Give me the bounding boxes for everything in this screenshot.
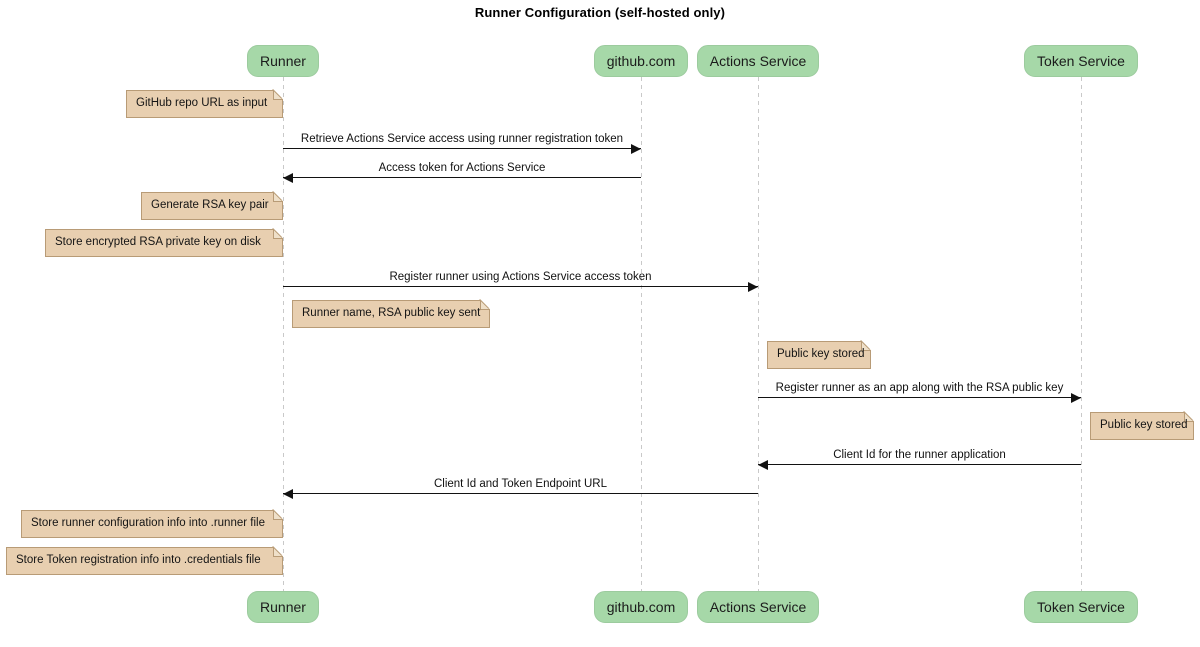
note-text: Store runner configuration info into .ru… xyxy=(31,517,265,530)
note-text: Runner name, RSA public key sent xyxy=(302,307,481,320)
note-text: Public key stored xyxy=(777,348,865,361)
message-label-m3: Register runner using Actions Service ac… xyxy=(389,271,652,283)
message-label-m1: Retrieve Actions Service access using ru… xyxy=(300,133,624,145)
note-text: Store Token registration info into .cred… xyxy=(16,554,261,567)
participant-runner-top[interactable]: Runner xyxy=(247,45,319,77)
participant-github-bottom[interactable]: github.com xyxy=(594,591,688,623)
note-n8: Store Token registration info into .cred… xyxy=(6,546,283,575)
note-text: Public key stored xyxy=(1100,419,1188,432)
message-line-m4 xyxy=(758,397,1081,398)
message-line-m6 xyxy=(283,493,758,494)
message-label-m2: Access token for Actions Service xyxy=(378,162,546,174)
note-n6: Public key stored xyxy=(1090,411,1194,440)
arrowhead-m3 xyxy=(748,282,758,292)
message-line-m5 xyxy=(758,464,1081,465)
participant-label: Token Service xyxy=(1037,53,1125,69)
participant-actions-top[interactable]: Actions Service xyxy=(697,45,819,77)
note-fold-corner-icon xyxy=(861,340,871,351)
message-line-m1 xyxy=(283,148,641,149)
participant-label: Token Service xyxy=(1037,599,1125,615)
participant-actions-bottom[interactable]: Actions Service xyxy=(697,591,819,623)
participant-github-top[interactable]: github.com xyxy=(594,45,688,77)
message-label-m5: Client Id for the runner application xyxy=(833,449,1006,461)
note-n4: Runner name, RSA public key sent xyxy=(292,299,490,328)
note-fold-corner-icon xyxy=(273,191,283,202)
note-fold-corner-icon xyxy=(273,228,283,239)
note-n7: Store runner configuration info into .ru… xyxy=(21,509,283,538)
note-n5: Public key stored xyxy=(767,340,871,369)
message-line-m3 xyxy=(283,286,758,287)
lifeline-actions xyxy=(758,77,759,591)
arrowhead-m6 xyxy=(283,489,293,499)
participant-label: Actions Service xyxy=(709,599,807,615)
participant-label: Runner xyxy=(260,599,306,615)
note-n3: Store encrypted RSA private key on disk xyxy=(45,228,283,257)
note-n2: Generate RSA key pair xyxy=(141,191,283,220)
participant-runner-bottom[interactable]: Runner xyxy=(247,591,319,623)
participant-token-bottom[interactable]: Token Service xyxy=(1024,591,1138,623)
message-line-m2 xyxy=(283,177,641,178)
message-label-m4: Register runner as an app along with the… xyxy=(775,382,1064,394)
arrowhead-m2 xyxy=(283,173,293,183)
lifeline-github xyxy=(641,77,642,591)
note-fold-corner-icon xyxy=(273,509,283,520)
arrowhead-m4 xyxy=(1071,393,1081,403)
participant-label: Actions Service xyxy=(709,53,807,69)
arrowhead-m1 xyxy=(631,144,641,154)
lifeline-runner xyxy=(283,77,284,591)
note-fold-corner-icon xyxy=(273,89,283,100)
participant-token-top[interactable]: Token Service xyxy=(1024,45,1138,77)
participant-label: github.com xyxy=(606,599,676,615)
note-fold-corner-icon xyxy=(480,299,490,310)
note-text: Store encrypted RSA private key on disk xyxy=(55,236,261,249)
note-fold-corner-icon xyxy=(1184,411,1194,422)
lifeline-token xyxy=(1081,77,1082,591)
participant-label: Runner xyxy=(260,53,306,69)
arrowhead-m5 xyxy=(758,460,768,470)
message-label-m6: Client Id and Token Endpoint URL xyxy=(433,478,608,490)
diagram-title: Runner Configuration (self-hosted only) xyxy=(474,5,726,20)
note-text: Generate RSA key pair xyxy=(151,199,269,212)
note-text: GitHub repo URL as input xyxy=(136,97,268,110)
participant-label: github.com xyxy=(606,53,676,69)
note-fold-corner-icon xyxy=(273,546,283,557)
note-n1: GitHub repo URL as input xyxy=(126,89,283,118)
